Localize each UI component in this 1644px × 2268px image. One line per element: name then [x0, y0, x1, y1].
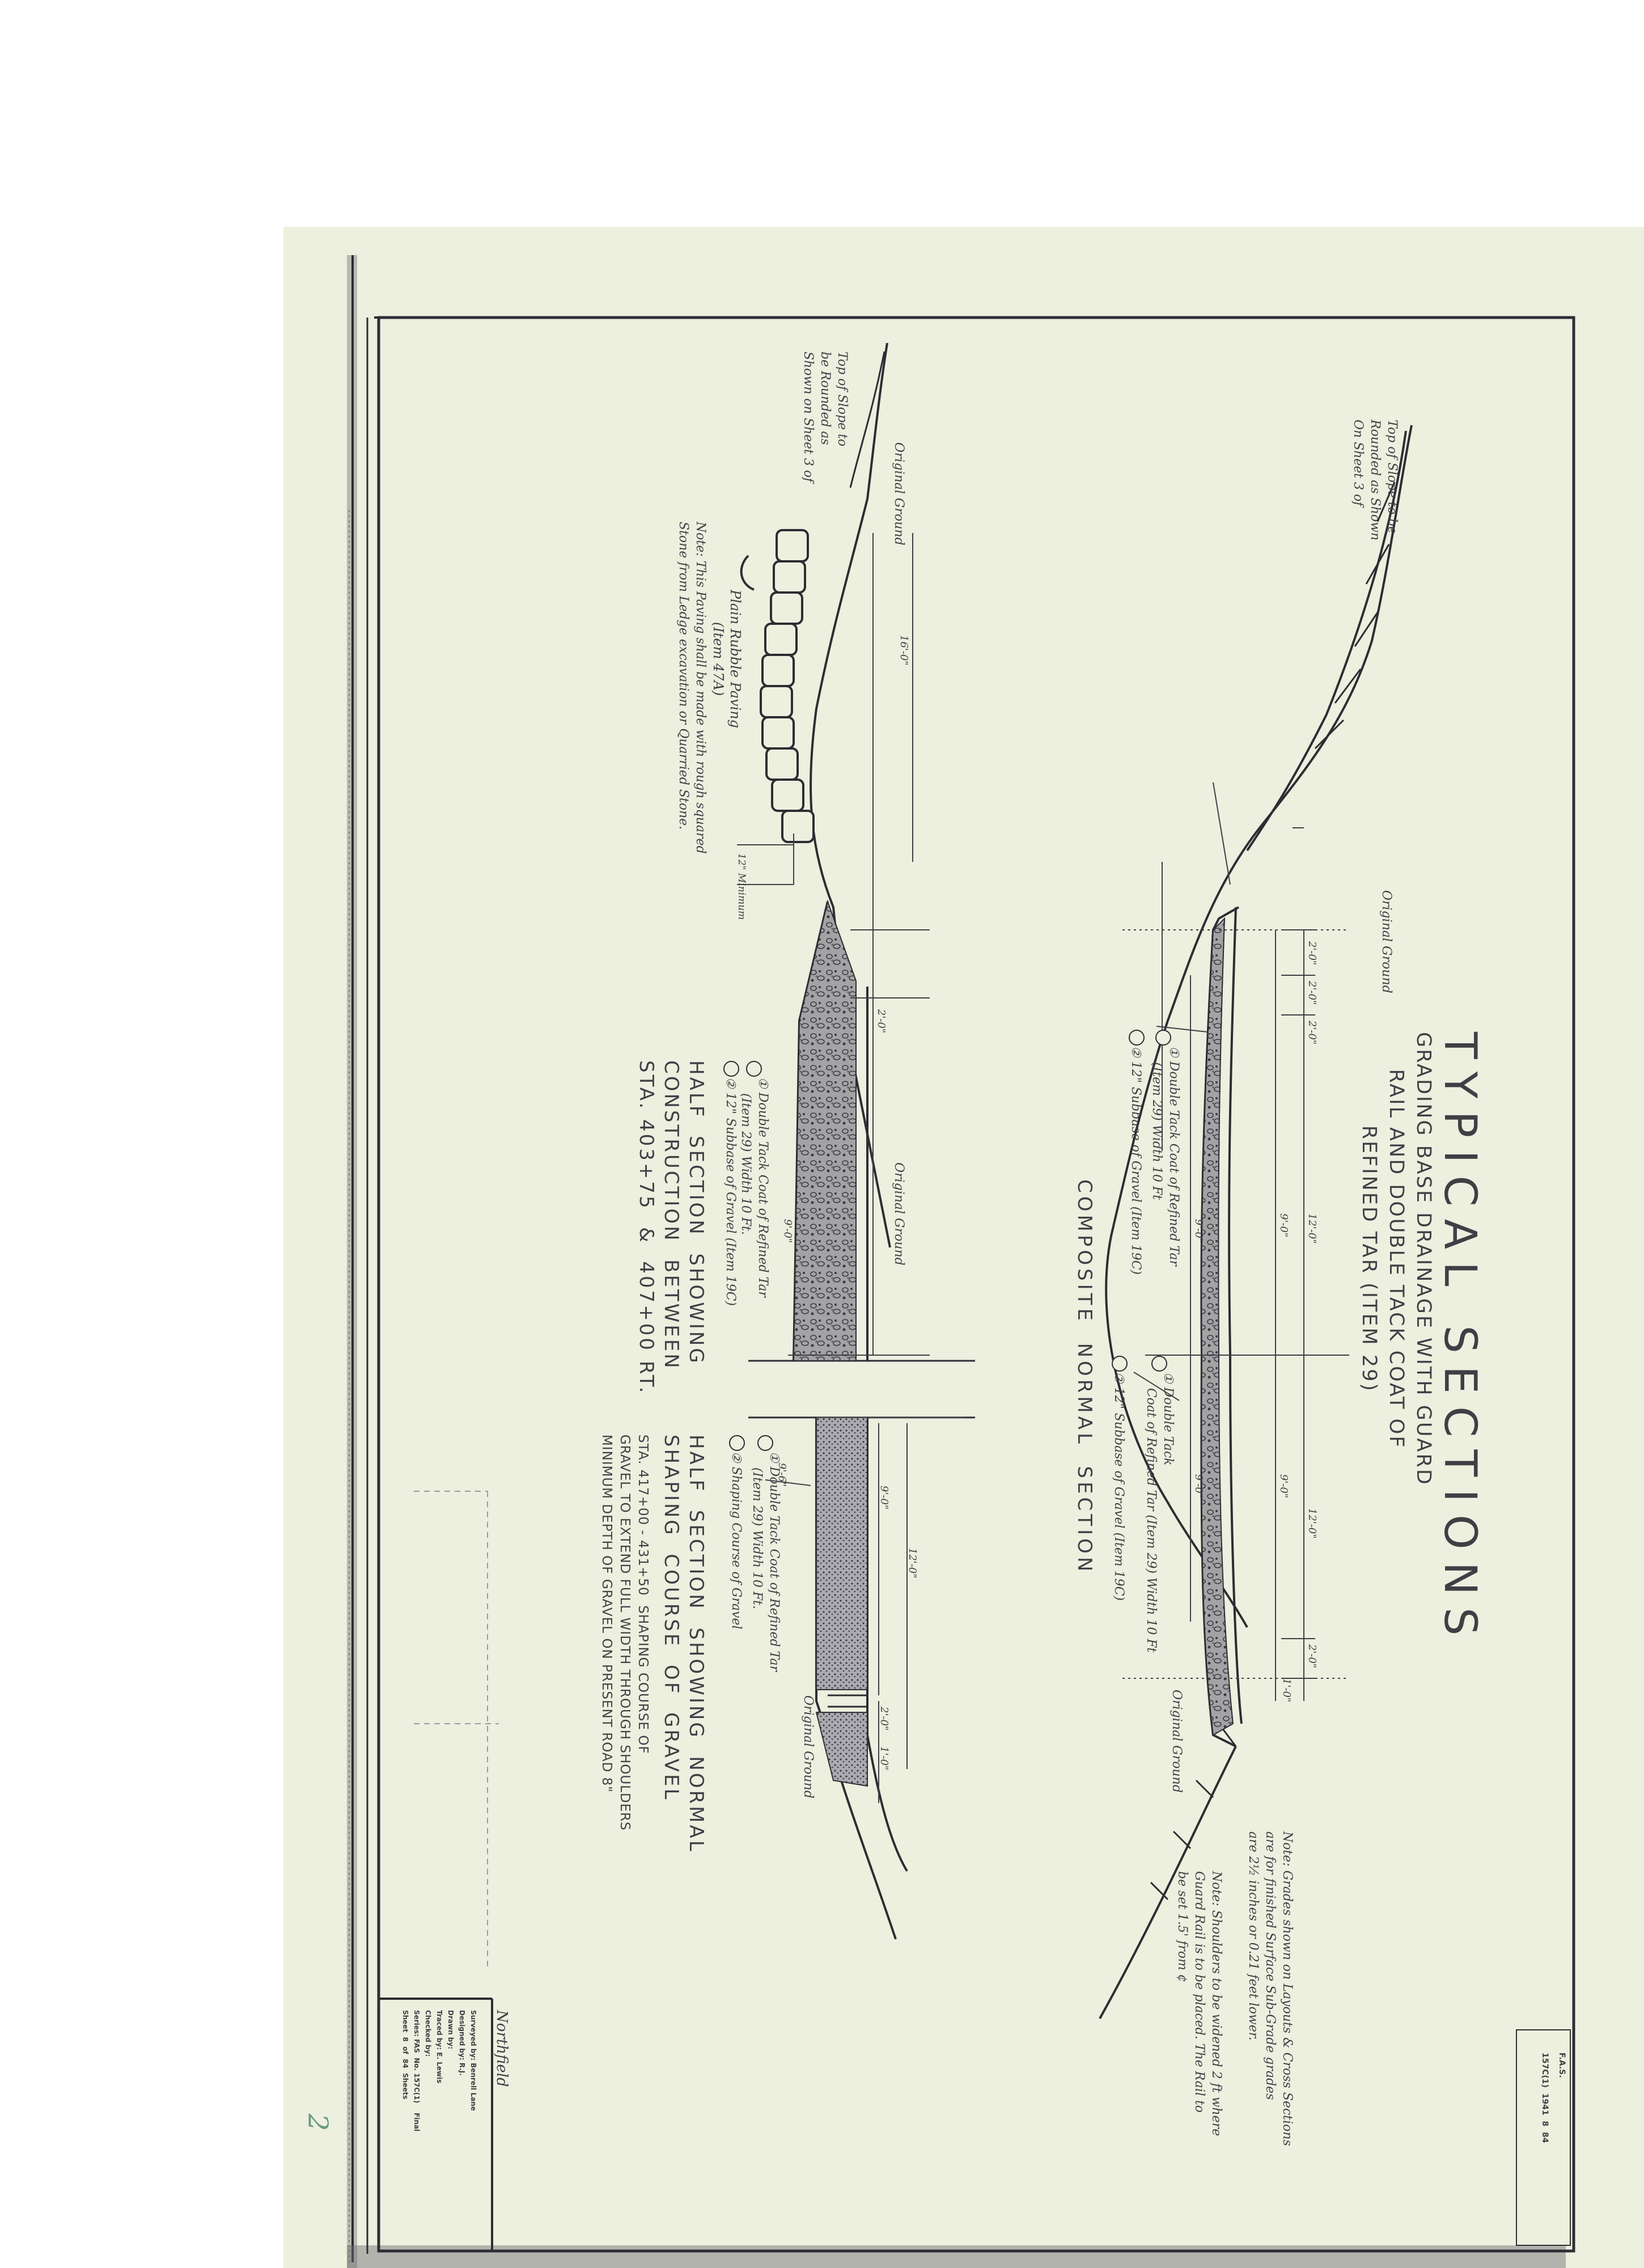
note-shoulders: Note: Shoulders to be widened 2 ft where…	[1175, 1871, 1223, 2136]
dim-construction-9: 9'-0"	[782, 1219, 794, 1243]
label-original-ground-right: Original Ground	[1170, 1690, 1184, 1793]
callout-half-tack: ① Double Tack Coat of Refined Tar (Item …	[739, 1077, 770, 1298]
dim-composite-9-right: 9'-0"	[1278, 1474, 1290, 1499]
corner-stamp-state: F.A.S.	[1557, 2053, 1566, 2078]
sheet-border	[377, 316, 1575, 2253]
drawing-sheet	[283, 227, 1644, 2268]
dim-shaping-1: 1'-0"	[878, 1746, 890, 1771]
dim-composite-1: 1'-0"	[1281, 1678, 1293, 1703]
dim-composite-2d: 2'-0"	[1306, 1644, 1318, 1669]
dim-composite-2b: 2'-0"	[1306, 981, 1318, 1005]
callout-composite-subbase: ② 12" Subbase of Gravel (Item 19C)	[1129, 1046, 1143, 1275]
half-section-construction	[748, 342, 975, 1419]
callout-shaping-gravel: ② Shaping Course of Gravel	[729, 1452, 743, 1630]
note-half-shaping: STA. 417+00 - 431+50 SHAPING COURSE OF G…	[599, 1435, 650, 1831]
callout-half-subbase: ② 12" Subbase of Gravel (Item 19C)	[723, 1077, 738, 1306]
dim-shaping-12: 12'-0"	[906, 1548, 918, 1579]
note-finished-grades: Note: Grades shown on Layouts & Cross Se…	[1246, 1831, 1294, 2146]
dim-composite-9-lower-right: 9'-0"	[1193, 1474, 1205, 1499]
dim-composite-9-lower: 9'-0"	[1193, 1219, 1205, 1243]
title-block-town: Northfield	[493, 2010, 510, 2087]
composite-dimensions	[1122, 782, 1349, 1701]
callout-composite-tack: ① Double Tack Coat of Refined Tar (Item …	[1150, 1046, 1181, 1267]
page-number: 2	[302, 2113, 334, 2131]
label-minimum: 12" Minimum	[736, 853, 747, 920]
composite-gravel	[1201, 917, 1234, 1736]
title-half-shaping: HALF SECTION SHOWING NORMAL SHAPING COUR…	[660, 1435, 707, 1854]
label-original-ground-mid: Original Ground	[892, 1162, 906, 1266]
label-original-ground-upper: Original Ground	[1379, 890, 1393, 993]
construction-dimensions	[737, 533, 930, 1356]
note-top-slope-upper: Top of Slope to be Rounded as Shown On S…	[1351, 420, 1399, 541]
sheet-title: TYPICAL SECTIONS	[1434, 1032, 1485, 1648]
dim-composite-2c: 2'-0"	[1306, 1021, 1318, 1045]
label-original-ground-shaping: Original Ground	[801, 1695, 815, 1799]
label-rubble-paving: Plain Rubble Paving (Item 47A)	[710, 590, 743, 729]
shaping-gravel-lower	[815, 1712, 868, 1787]
dim-composite-9: 9'-0"	[1278, 1213, 1290, 1238]
note-paving: Note: This Paving shall be made with rou…	[676, 522, 707, 854]
dim-shaping-9: 9'-0"	[878, 1486, 890, 1510]
title-block-lines: Surveyed by: Benrell Lane Designed by: R…	[401, 2010, 477, 2132]
dim-shaping-96: 9'-6"	[776, 1463, 788, 1487]
note-top-slope-lower: Top of Slope to be Rounded as Shown on S…	[801, 352, 849, 483]
title-half-construction: HALF SECTION SHOWING CONSTRUCTION BETWEE…	[635, 1060, 707, 1395]
dim-composite-12: 12'-0"	[1306, 1213, 1318, 1244]
callout-composite-tack-right: ① Double Tack Coat of Refined Tar (Item …	[1144, 1372, 1175, 1653]
callout-markers	[723, 1030, 1171, 1451]
corner-stamp-ref: 157C(1) 1941 8 84	[1540, 2053, 1549, 2143]
construction-gravel	[793, 899, 857, 1361]
shaping-dimensions	[765, 1417, 964, 1803]
title-block-box	[379, 1998, 1571, 2251]
shaping-gravel-upper	[816, 1417, 868, 1690]
rubble-paving	[740, 529, 815, 843]
dim-construction-16: 16'-0"	[898, 635, 910, 666]
dim-composite-12-right: 12'-0"	[1306, 1508, 1318, 1539]
dim-construction-2: 2'-0"	[875, 1009, 887, 1034]
scan-edge	[347, 255, 1566, 2268]
composite-section-label: COMPOSITE NORMAL SECTION	[1073, 1179, 1096, 1575]
dim-shaping-2: 2'-0"	[878, 1707, 890, 1731]
sheet-subtitle: GRADING BASE DRAINAGE WITH GUARD RAIL AN…	[1358, 1032, 1435, 1486]
callout-composite-subbase-right: ② 12" Subbase of Gravel (Item 19C)	[1112, 1372, 1126, 1601]
dim-composite-2a: 2'-0"	[1306, 941, 1318, 966]
label-original-ground-lower: Original Ground	[892, 442, 906, 545]
